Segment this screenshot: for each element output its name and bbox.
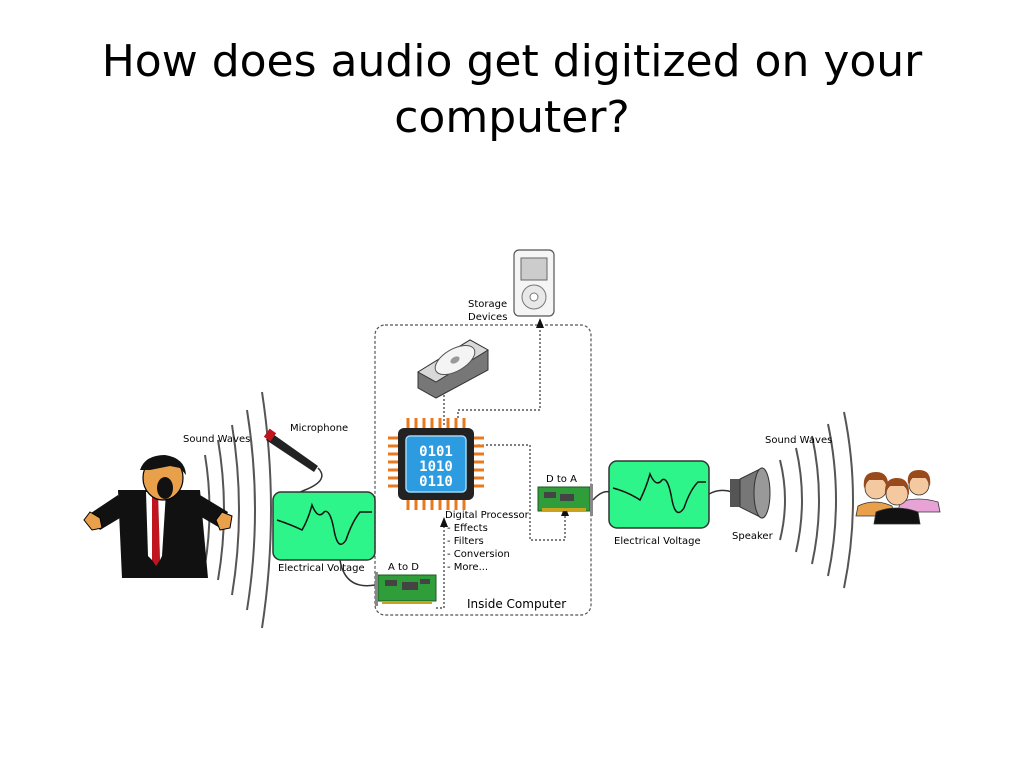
chip-binary-line3: 0110 <box>419 474 453 490</box>
digital-processor-label: Digital Processor <box>445 510 530 521</box>
a-to-d-to-processor-link <box>436 525 445 609</box>
electrical-voltage-right-label: Electrical Voltage <box>614 536 701 547</box>
a-to-d-label: A to D <box>388 562 419 573</box>
speaker-label: Speaker <box>732 531 774 542</box>
processor-item-conversion: - Conversion <box>447 549 510 560</box>
electrical-voltage-left-label: Electrical Voltage <box>278 563 365 574</box>
processor-to-player-link <box>457 325 541 418</box>
slide-title-line-1: How does audio get digitized on your <box>101 36 923 87</box>
processor-item-effects: - Effects <box>447 523 488 534</box>
storage-devices-label-line2: Devices <box>468 312 507 323</box>
processor-item-filters: - Filters <box>447 536 484 547</box>
inside-computer-box <box>374 324 592 616</box>
singer-icon <box>83 455 233 578</box>
d-to-a-label: D to A <box>546 474 577 485</box>
chip-binary-line1: 0101 <box>419 444 453 460</box>
chip-binary-line2: 1010 <box>419 459 453 475</box>
inside-computer-label: Inside Computer <box>467 597 566 611</box>
slide-title: How does audio get digitized on your com… <box>40 34 984 146</box>
sound-waves-right-label: Sound Waves <box>765 435 832 446</box>
hard-drive-icon <box>417 339 489 399</box>
storage-devices-label-line1: Storage <box>468 299 507 310</box>
processor-chip-icon <box>388 418 484 510</box>
listeners-icon <box>855 470 941 525</box>
processor-item-more: - More... <box>447 562 488 573</box>
oscilloscope-left-icon <box>272 491 376 561</box>
sound-waves-right-icon <box>779 411 854 589</box>
a-to-d-sound-card-icon <box>375 572 437 606</box>
sound-waves-left-label: Sound Waves <box>183 434 250 445</box>
slide-title-line-2: computer? <box>394 92 630 143</box>
d-to-a-sound-card-icon <box>537 484 593 516</box>
microphone-label: Microphone <box>290 423 348 434</box>
speaker-icon <box>730 467 771 519</box>
oscilloscope-right-icon <box>608 460 710 529</box>
music-player-icon <box>513 249 555 317</box>
